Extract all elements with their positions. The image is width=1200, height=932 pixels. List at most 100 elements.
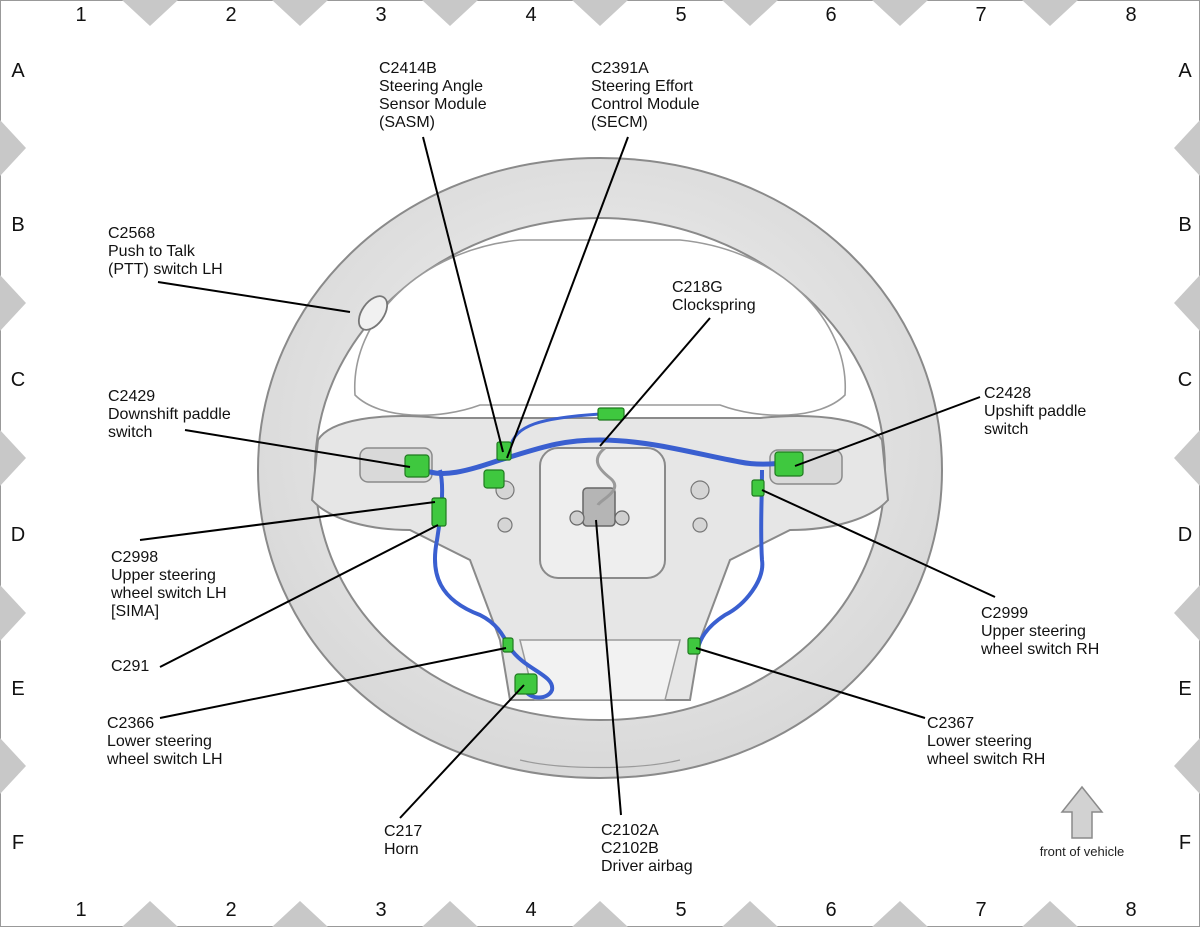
grid-row-f-left: F <box>12 832 24 854</box>
callout-c218g: C218G Clockspring <box>672 279 756 314</box>
c2391a-line-2: Steering Effort <box>591 78 694 95</box>
grid-col-7-bottom: 7 <box>975 899 986 921</box>
c2429-line-3: switch <box>108 424 152 441</box>
connector-harness-inline <box>597 407 625 421</box>
c2998-line-2: Upper steering <box>111 567 216 584</box>
callout-c2998: C2998 Upper steering wheel switch LH [SI… <box>110 549 227 620</box>
c2568-line-3: (PTT) switch LH <box>108 261 223 278</box>
c2999-line-3: wheel switch RH <box>980 641 1099 658</box>
c2998-line-4: [SIMA] <box>111 603 159 620</box>
c218g-line-1: C218G <box>672 279 723 296</box>
front-of-vehicle-label: front of vehicle <box>1040 844 1125 859</box>
ptt-switch-button <box>357 295 389 331</box>
grid-row-e-right: E <box>1178 678 1191 700</box>
leader-c2367 <box>695 647 926 719</box>
grid-col-5-bottom: 5 <box>675 899 686 921</box>
c2367-line-1: C2367 <box>927 715 974 732</box>
grid-col-4-top: 4 <box>525 4 536 26</box>
c2428-line-3: switch <box>984 421 1028 438</box>
leader-c218g <box>599 317 711 447</box>
connector-c2366 <box>502 637 514 653</box>
c2102-line-1: C2102A <box>601 822 659 839</box>
grid-row-d-right: D <box>1178 524 1192 546</box>
grid-row-d-left: D <box>11 524 25 546</box>
c2568-line-1: C2568 <box>108 225 155 242</box>
c2366-line-1: C2366 <box>107 715 154 732</box>
callout-c217: C217 Horn <box>384 823 422 858</box>
callout-c2999: C2999 Upper steering wheel switch RH <box>980 605 1099 658</box>
c2998-line-1: C2998 <box>111 549 158 566</box>
c2414b-line-4: (SASM) <box>379 114 435 131</box>
grid-row-e-left: E <box>11 678 24 700</box>
grid-col-1-bottom: 1 <box>75 899 86 921</box>
callout-c2366: C2366 Lower steering wheel switch LH <box>106 715 223 768</box>
c2999-line-1: C2999 <box>981 605 1028 622</box>
c2414b-line-2: Steering Angle <box>379 78 483 95</box>
leader-c2391a <box>506 136 629 459</box>
grid-row-f-right: F <box>1179 832 1191 854</box>
c2367-line-2: Lower steering <box>927 733 1032 750</box>
c2414b-line-3: Sensor Module <box>379 96 487 113</box>
c2391a-line-4: (SECM) <box>591 114 648 131</box>
grid-col-7-top: 7 <box>975 4 986 26</box>
c2428-line-2: Upshift paddle <box>984 403 1086 420</box>
grid-rows-left: A B C D E F <box>11 60 26 854</box>
grid-col-1-top: 1 <box>75 4 86 26</box>
grid-col-3-bottom: 3 <box>375 899 386 921</box>
harness-main-run <box>418 437 791 476</box>
front-of-vehicle-indicator: front of vehicle <box>1040 785 1125 859</box>
c2999-line-2: Upper steering <box>981 623 1086 640</box>
grid-row-b-right: B <box>1178 214 1191 236</box>
callout-c2568: C2568 Push to Talk (PTT) switch LH <box>108 225 223 278</box>
connector-c2999 <box>751 479 765 497</box>
grid-row-c-right: C <box>1178 369 1192 391</box>
callout-c2414b: C2414B Steering Angle Sensor Module (SAS… <box>379 60 487 131</box>
harness-left-down <box>432 469 555 700</box>
leader-c2998 <box>139 501 436 541</box>
grid-col-5-top: 5 <box>675 4 686 26</box>
grid-col-8-bottom: 8 <box>1125 899 1136 921</box>
grid-rows-right: A B C D E F <box>1178 60 1193 854</box>
leader-c2102 <box>595 519 622 816</box>
c2367-line-3: wheel switch RH <box>926 751 1045 768</box>
c2429-line-2: Downshift paddle <box>108 406 231 423</box>
wheel-upper-opening <box>354 239 846 417</box>
c291-line-1: C291 <box>111 658 149 675</box>
callout-c2429: C2429 Downshift paddle switch <box>108 388 231 441</box>
c217-line-1: C217 <box>384 823 422 840</box>
grid-col-6-top: 6 <box>825 4 836 26</box>
grid-col-4-bottom: 4 <box>525 899 536 921</box>
callout-c2367: C2367 Lower steering wheel switch RH <box>926 715 1045 768</box>
harness-clockspring-loop <box>595 446 617 506</box>
leader-c2366 <box>159 647 507 719</box>
leader-c217 <box>399 684 525 819</box>
grid-col-8-top: 8 <box>1125 4 1136 26</box>
c2102-line-3: Driver airbag <box>601 858 693 875</box>
c2391a-line-3: Control Module <box>591 96 700 113</box>
leader-c2568 <box>157 281 351 313</box>
c2366-line-3: wheel switch LH <box>106 751 223 768</box>
leader-c2414b <box>422 136 504 453</box>
c2428-line-1: C2428 <box>984 385 1031 402</box>
steering-wheel-rim <box>256 156 944 780</box>
connector-c2998 <box>431 497 447 527</box>
wheel-lower-hub <box>519 639 681 701</box>
connector-c2367 <box>687 637 701 655</box>
grid-row-a-right: A <box>1178 60 1192 82</box>
c2391a-line-1: C2391A <box>591 60 649 77</box>
c217-line-2: Horn <box>384 841 419 858</box>
grid-col-6-bottom: 6 <box>825 899 836 921</box>
leader-lines <box>139 136 996 819</box>
grid-row-a-left: A <box>11 60 25 82</box>
grid-columns-top: 1 2 3 4 5 6 7 8 <box>75 4 1136 26</box>
callout-c2102: C2102A C2102B Driver airbag <box>601 822 693 875</box>
c2429-line-1: C2429 <box>108 388 155 405</box>
c2998-line-3: wheel switch LH <box>110 585 227 602</box>
leader-c2428 <box>794 396 981 467</box>
connector-c2391a <box>483 469 505 489</box>
callout-c2391a: C2391A Steering Effort Control Module (S… <box>591 60 700 131</box>
grid-col-2-top: 2 <box>225 4 236 26</box>
grid-columns-bottom: 1 2 3 4 5 6 7 8 <box>75 899 1136 921</box>
